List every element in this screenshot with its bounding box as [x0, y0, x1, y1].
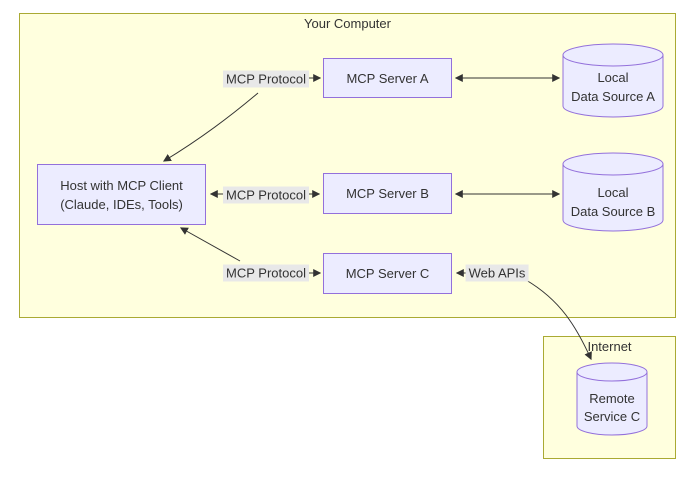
edge-label-mcp-protocol-b: MCP Protocol [223, 186, 309, 204]
mcp-server-b-label: MCP Server B [346, 186, 429, 201]
edge-label-mcp-protocol-a: MCP Protocol [223, 70, 309, 88]
data-source-b-label: Local Data Source B [563, 183, 663, 221]
mcp-server-c-label: MCP Server C [345, 266, 430, 281]
host-node-label-line1: Host with MCP Client [60, 177, 183, 193]
mcp-server-a-label: MCP Server A [346, 70, 429, 86]
data-source-b-line1: Local [597, 185, 629, 200]
mcp-server-c-node: MCP Server C [323, 253, 452, 294]
remote-service-c-label: Remote Service C [577, 390, 647, 426]
remote-service-c-line2: Service C [583, 409, 641, 424]
edge-label-web-apis: Web APIs [465, 264, 529, 282]
internet-group-title: Internet [587, 339, 632, 354]
data-source-a-line2: Data Source A [571, 89, 655, 104]
data-source-a-line1: Local [597, 70, 629, 85]
mcp-server-b-node: MCP Server B [323, 173, 452, 214]
data-source-b-line2: Data Source B [570, 204, 656, 219]
host-node-label-line2: (Claude, IDEs, Tools) [60, 196, 183, 212]
mcp-server-a-node: MCP Server A [323, 58, 452, 98]
host-node: Host with MCP Client (Claude, IDEs, Tool… [37, 164, 206, 225]
data-source-a-label: Local Data Source A [563, 68, 663, 106]
your-computer-group-title: Your Computer [304, 16, 391, 31]
remote-service-c-line1: Remote [589, 391, 635, 406]
edge-label-mcp-protocol-c: MCP Protocol [223, 264, 309, 282]
